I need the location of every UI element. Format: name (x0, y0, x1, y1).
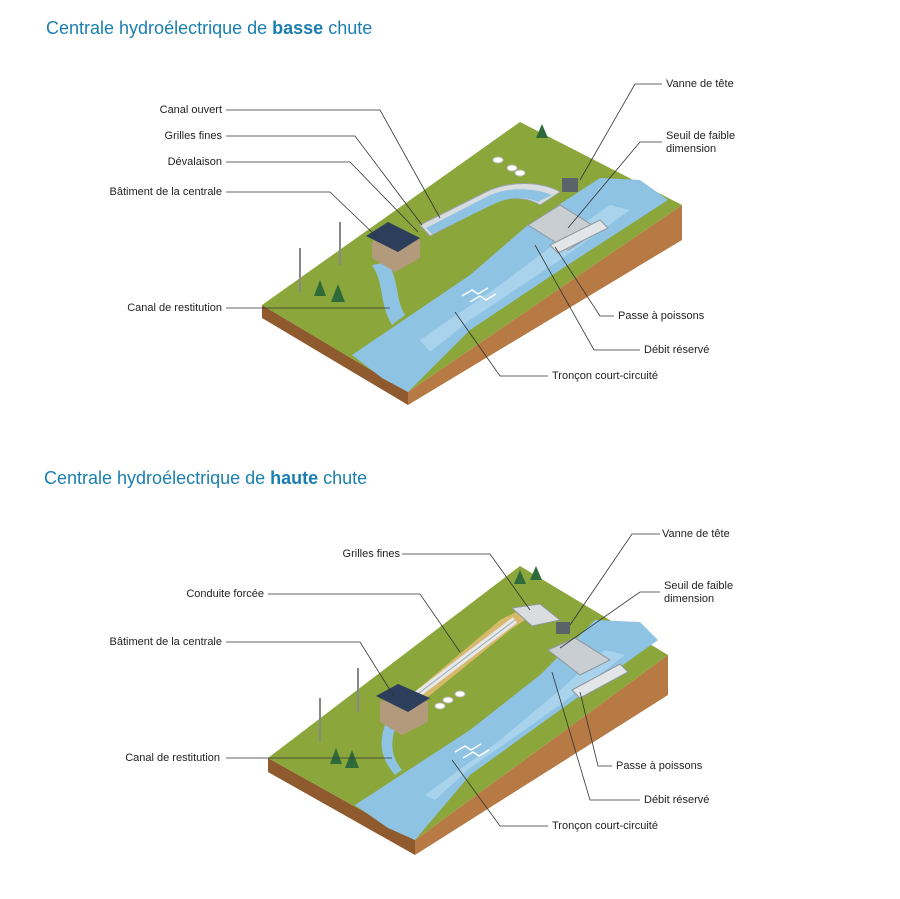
panel1-fish-pass (549, 219, 609, 254)
panel2-title-post: chute (318, 468, 368, 488)
panel1-building-roof (366, 222, 420, 252)
panel2-river-highlight (425, 650, 625, 800)
panel2-label-troncon: Tronçon court-circuité (552, 820, 658, 832)
panel2-tree (514, 570, 526, 584)
panel2-building-roof (376, 684, 430, 712)
panel2-restitution-channel (381, 725, 402, 775)
panel2-tree (530, 566, 542, 580)
panel2-sheep (442, 696, 454, 704)
panel1-label-debit-reserve: Débit réservé (644, 344, 710, 356)
panel1-label-passe-poissons: Passe à poissons (618, 310, 705, 322)
panel2-label-conduite-forcee: Conduite forcée (186, 588, 264, 600)
panel2-head-gate (556, 622, 570, 634)
panel2-grass (268, 566, 668, 840)
panel1-label-troncon: Tronçon court-circuité (552, 370, 658, 382)
panel2-label-grilles-fines: Grilles fines (342, 548, 400, 560)
panel2-label-seuil: Seuil de faible dimension (664, 580, 733, 606)
panel2-label-passe-poissons: Passe à poissons (616, 760, 703, 772)
panel1-label-canal-ouvert: Canal ouvert (159, 104, 222, 116)
panel1-restitution-channel (372, 262, 405, 325)
panel1-label-vanne-tete: Vanne de tête (666, 78, 734, 90)
panel2-title-pre: Centrale hydroélectrique de (44, 468, 271, 488)
panel2-label-vanne-tete: Vanne de tête (662, 528, 730, 540)
panel1-tree (536, 124, 548, 138)
panel1-canal-water (426, 189, 552, 234)
panel1-label-grilles-fines: Grilles fines (164, 130, 222, 142)
panel2-penstock-edge (414, 619, 516, 697)
panel2-label-seuil-line2: dimension (664, 593, 715, 605)
panel1-title-pre: Centrale hydroélectrique de (46, 18, 273, 38)
panel1-flow-arrow (469, 293, 497, 303)
panel2-label-canal-restitution: Canal de restitution (125, 752, 220, 764)
panel2-soil-right (415, 655, 668, 855)
panel2-leader-lines (226, 533, 660, 827)
panel2-flow-arrow (454, 743, 482, 753)
panel1-label-seuil-line2: dimension (666, 143, 717, 155)
panel2-label-debit-reserve: Débit réservé (644, 794, 710, 806)
panel2-label-batiment: Bâtiment de la centrale (109, 636, 222, 648)
panel2-tree (330, 748, 342, 764)
panel1-label-seuil: Seuil de faible dimension (666, 130, 735, 156)
panel2-intake (510, 603, 562, 627)
panel1-soil-left (262, 305, 408, 405)
panel1-sheep (514, 169, 526, 177)
panel2-fish-pass (571, 663, 629, 699)
panel1-label-seuil-line1: Seuil de faible (666, 130, 736, 142)
panel2-title: Centrale hydroélectrique de haute chute (44, 468, 367, 489)
panel1-sheep (506, 164, 518, 172)
panel1-tree (314, 280, 326, 296)
panel1-label-devalaison: Dévalaison (167, 156, 222, 168)
panel1-flow-arrow (461, 287, 489, 297)
panel2-soil-left (268, 758, 415, 855)
panel1-leader-lines (226, 83, 662, 377)
panel2-sheep (454, 690, 466, 698)
panel1-head-gate (562, 178, 578, 192)
panel1-label-batiment: Bâtiment de la centrale (109, 186, 222, 198)
panel2-tree (345, 750, 359, 768)
panel1-title-post: chute (323, 18, 373, 38)
panel2-title-bold: haute (270, 468, 319, 488)
panel2-sheep (434, 702, 446, 710)
panel1-title-bold: basse (272, 18, 324, 38)
panel1-soil-right (408, 205, 682, 405)
panel2-label-seuil-line1: Seuil de faible (664, 580, 734, 592)
panel1-tree (331, 284, 345, 302)
panel1-title: Centrale hydroélectrique de basse chute (46, 18, 372, 39)
panel1-sheep (492, 156, 504, 164)
panel1-label-canal-restitution: Canal de restitution (127, 302, 222, 314)
panel2-weir (547, 637, 612, 676)
panel2-flow-arrow (462, 749, 490, 759)
